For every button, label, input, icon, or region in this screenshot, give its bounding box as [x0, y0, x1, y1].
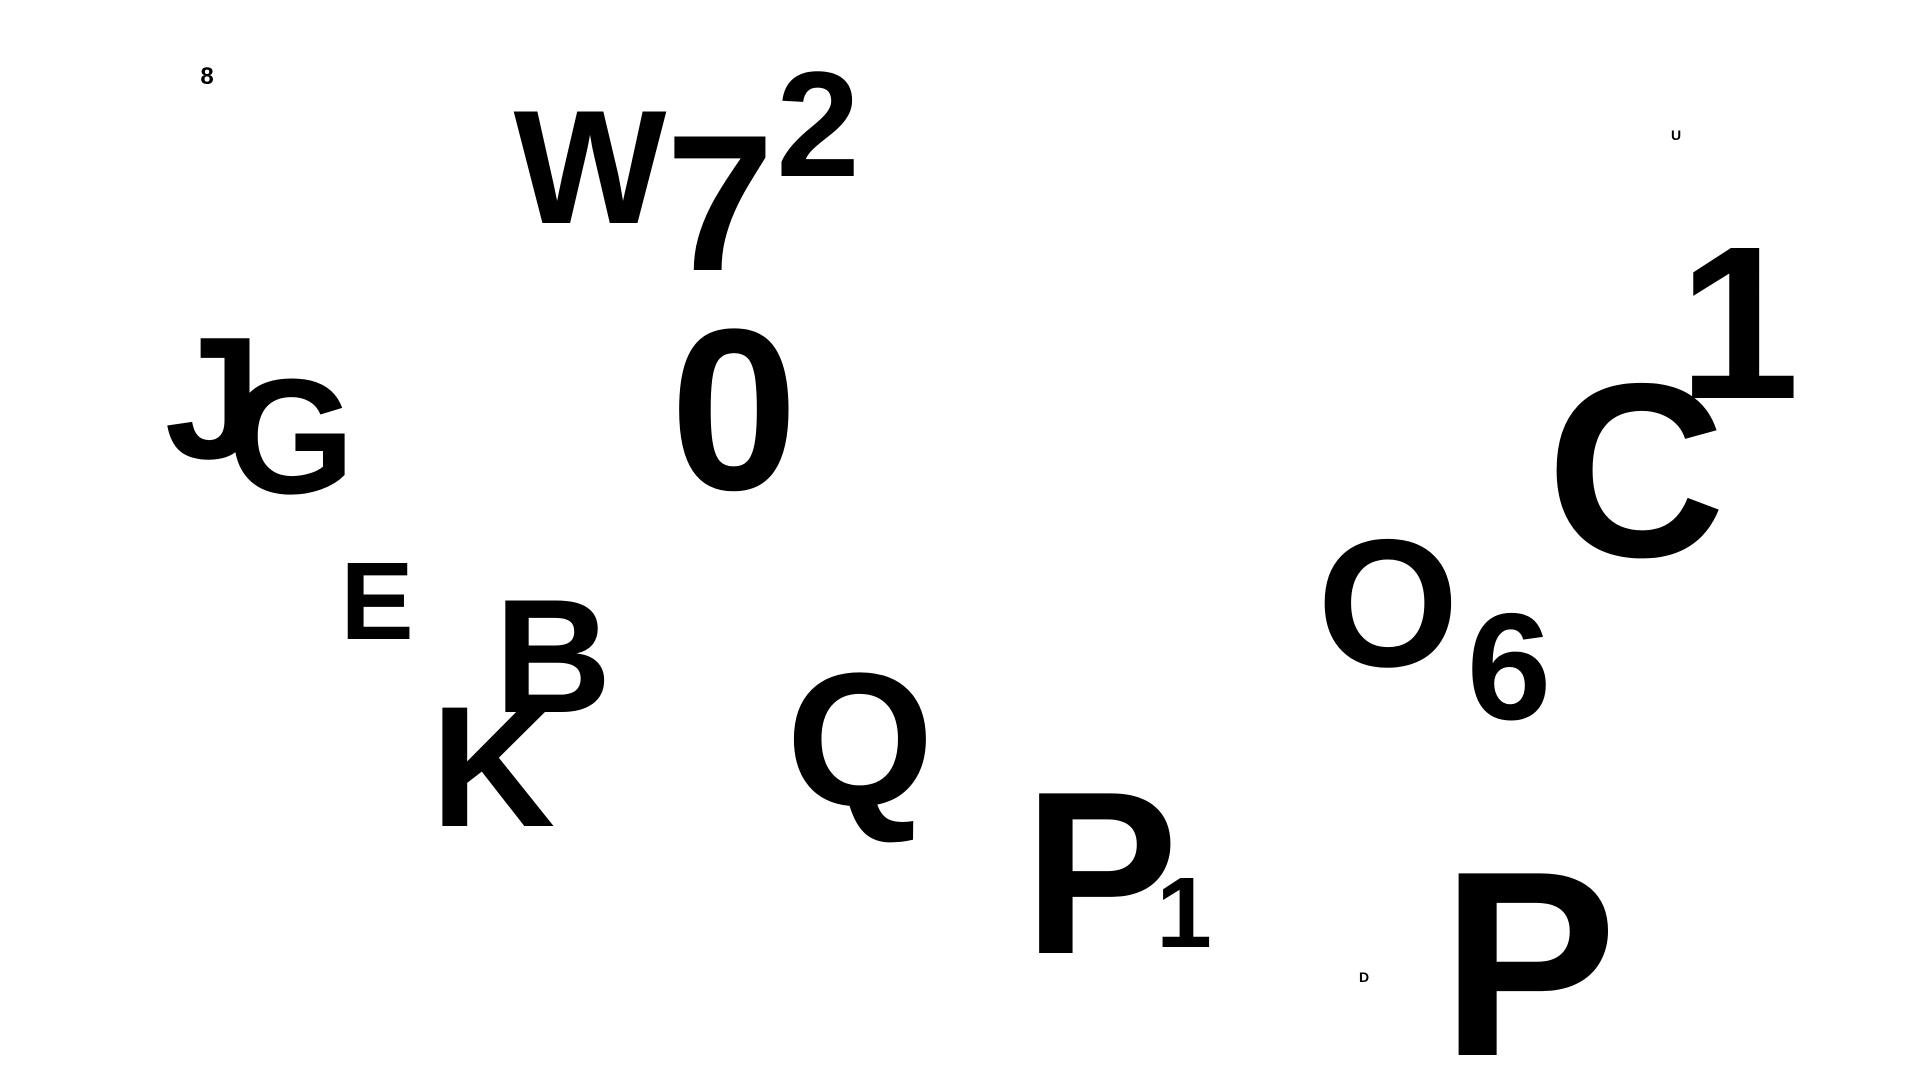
glyph-p-large: P	[1440, 816, 1618, 1080]
glyph-c: C	[1546, 331, 1726, 609]
glyph-0: 0	[670, 281, 798, 538]
glyph-1-small: 1	[1156, 857, 1212, 969]
glyph-6: 6	[1466, 582, 1552, 752]
glyph-o: O	[1317, 501, 1459, 705]
glyph-p: P	[1023, 744, 1179, 1003]
glyph-8: 8	[200, 63, 214, 90]
glyph-g: G	[227, 345, 355, 528]
glyph-q: Q	[786, 634, 934, 846]
glyph-2: 2	[776, 40, 860, 208]
glyph-e: E	[340, 540, 414, 663]
glyph-u: U	[1670, 127, 1682, 143]
glyph-b: B	[494, 566, 612, 747]
glyph-d: D	[1358, 969, 1370, 985]
glyph-k: K	[430, 671, 556, 863]
glyph-7: 7	[666, 95, 774, 312]
glyph-w: W	[513, 77, 667, 258]
glyph-1-large: 1	[1678, 202, 1800, 445]
glyph-j: J	[164, 300, 262, 495]
